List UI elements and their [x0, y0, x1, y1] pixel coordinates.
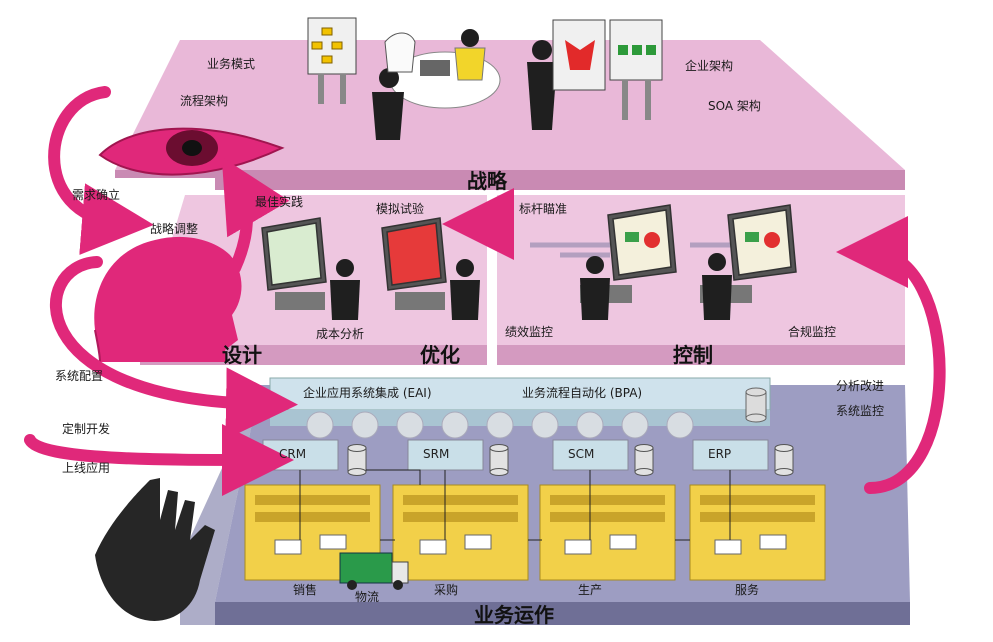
- flow-arrows: [24, 86, 946, 496]
- system-srm: SRM: [423, 447, 450, 461]
- office-units: [244, 469, 826, 581]
- enterprise-architecture-label: 企业架构: [685, 59, 734, 73]
- system-erp: ERP: [708, 447, 732, 461]
- simulation-label: 模拟试验: [376, 202, 425, 216]
- control-title: 控制: [673, 343, 713, 367]
- optimize-title: 优化: [420, 343, 460, 367]
- unit-sales: 销售: [293, 583, 318, 597]
- performance-monitoring-label: 绩效监控: [505, 325, 554, 339]
- database-icon: [745, 387, 767, 423]
- system-monitoring-label: 系统监控: [836, 404, 885, 418]
- unit-service: 服务: [735, 583, 760, 597]
- strategy-scene: [307, 17, 663, 140]
- benchmark-label: 标杆瞄准: [519, 202, 568, 216]
- strategy-adjust-label: 战略调整: [150, 222, 199, 236]
- head-icon: [94, 236, 242, 363]
- strategy-title: 战略: [467, 169, 507, 193]
- integration-bus: [269, 377, 771, 439]
- compliance-monitoring-label: 合规监控: [788, 325, 837, 339]
- eai-label: 企业应用系统集成 (EAI): [303, 386, 432, 400]
- hand-icon: [95, 478, 215, 621]
- bpa-label: 业务流程自动化 (BPA): [522, 386, 643, 400]
- operations-title: 业务运作: [474, 603, 554, 627]
- business-model-label: 业务模式: [207, 57, 256, 71]
- logistics-label: 物流: [355, 590, 380, 604]
- best-practice-label: 最佳实践: [255, 195, 304, 209]
- soa-architecture-label: SOA 架构: [708, 99, 761, 113]
- design-title: 设计: [222, 343, 262, 367]
- analysis-improve-label: 分析改进: [836, 379, 885, 393]
- custom-dev-label: 定制开发: [62, 422, 111, 436]
- system-config-label: 系统配置: [55, 369, 104, 383]
- cost-analysis-label: 成本分析: [316, 327, 365, 341]
- system-crm: CRM: [279, 447, 307, 461]
- system-scm: SCM: [568, 447, 595, 461]
- go-live-label: 上线应用: [62, 461, 111, 475]
- requirements-label: 需求确立: [72, 188, 121, 202]
- truck-icon: [339, 552, 409, 590]
- unit-production: 生产: [578, 583, 603, 597]
- unit-purchasing: 采购: [434, 583, 459, 597]
- process-architecture-label: 流程架构: [180, 94, 229, 108]
- database-icon: [347, 444, 794, 476]
